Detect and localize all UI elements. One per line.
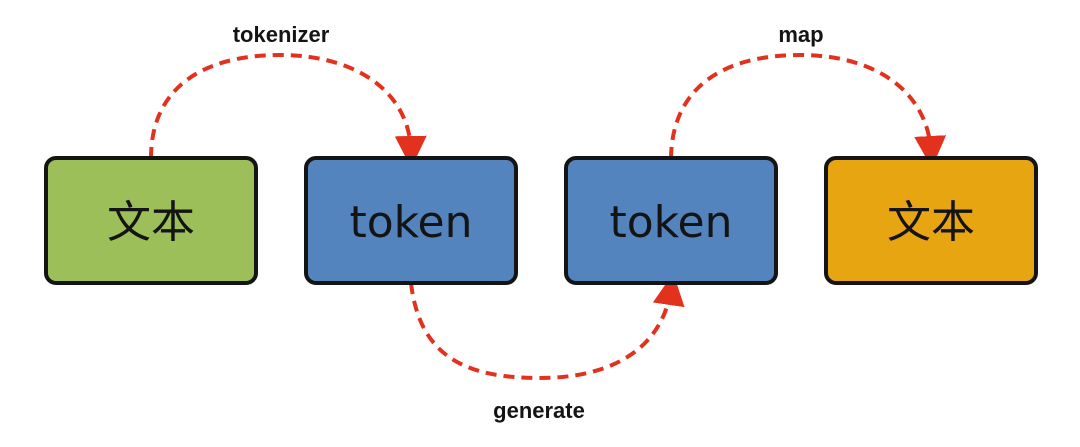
node-label: token: [609, 197, 732, 248]
nodes: 文本 token token 文本: [44, 156, 1038, 285]
edge-label-map: map: [778, 22, 823, 47]
edge-label-generate: generate: [493, 398, 585, 423]
node-text-source: 文本: [44, 156, 258, 285]
edges: [149, 52, 947, 381]
node-token-output: token: [564, 156, 778, 285]
node-box: [44, 156, 258, 285]
node-box: [564, 156, 778, 285]
node-box: [304, 156, 518, 285]
edge-labels: tokenizer generate map: [233, 22, 824, 423]
node-label: 文本: [887, 197, 975, 248]
node-box: [824, 156, 1038, 285]
edge-label-tokenizer: tokenizer: [233, 22, 330, 47]
node-label: 文本: [107, 197, 195, 248]
edge-generate-arrow: [409, 273, 685, 381]
node-text-result: 文本: [824, 156, 1038, 285]
edge-map-arrow: [669, 52, 947, 168]
node-label: token: [349, 197, 472, 248]
node-token-input: token: [304, 156, 518, 285]
edge-tokenizer-arrow: [149, 52, 427, 168]
